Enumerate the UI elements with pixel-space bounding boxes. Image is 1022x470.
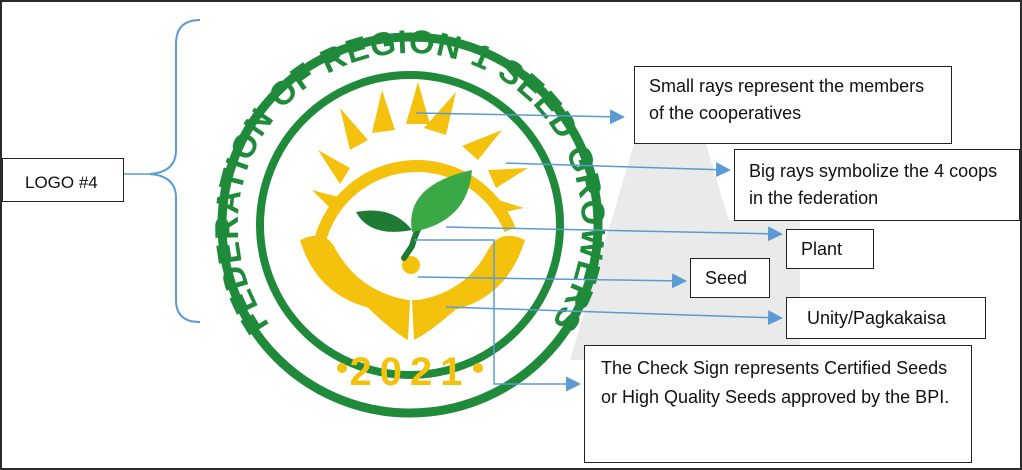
arrow-big-rays <box>505 162 731 178</box>
arrow-unity <box>445 306 783 326</box>
arrow-plant <box>445 226 783 242</box>
logo-sun-arc <box>312 160 516 251</box>
callout-plant: Plant <box>786 229 874 269</box>
callout-big-rays: Big rays symbolize the 4 coops in the fe… <box>734 149 1020 221</box>
logo-dot-left <box>337 363 347 373</box>
logo-leaf-right <box>411 170 472 232</box>
arrow-seed <box>417 273 687 289</box>
logo-rays <box>312 82 528 214</box>
logo-seed <box>402 256 420 274</box>
callout-seed: Seed <box>690 258 770 298</box>
callout-check-sign: The Check Sign represents Certified Seed… <box>584 345 972 463</box>
arrow-small-rays <box>415 109 625 125</box>
logo-dot-right <box>473 363 483 373</box>
arrow-check-sign <box>414 239 581 392</box>
logo-hand-right <box>418 235 525 312</box>
logo-leaf-left <box>356 210 412 232</box>
logo-year: 2021 <box>350 350 471 394</box>
logo-brace <box>149 19 201 323</box>
callout-small-rays: Small rays represent the members of the … <box>634 66 952 144</box>
callout-unity: Unity/Pagkakaisa <box>786 297 986 339</box>
logo-hand-left <box>300 235 408 310</box>
logo-label: LOGO #4 <box>2 158 124 202</box>
